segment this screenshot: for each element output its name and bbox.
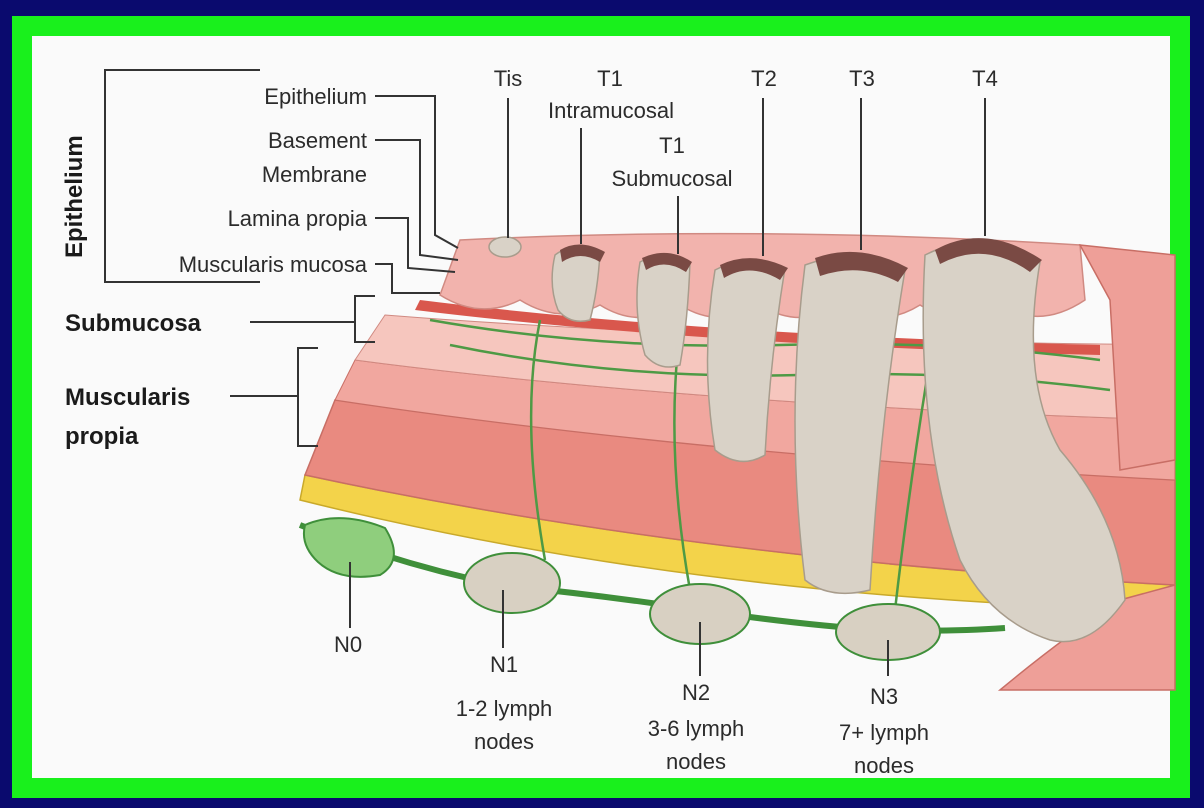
n3-label: N3 (870, 684, 898, 709)
t-stage-labels: Tis T1 Intramucosal T1 Submucosal T2 T3 … (494, 66, 998, 191)
epithelium-label: Epithelium (264, 84, 367, 109)
muscularis-mucosa-label: Muscularis mucosa (179, 252, 368, 277)
n1-label: N1 (490, 652, 518, 677)
t3-label: T3 (849, 66, 875, 91)
muscularis-propia-bracket (298, 348, 318, 446)
muscularis-propia-label-line1: Muscularis (65, 384, 190, 411)
n0-label: N0 (334, 632, 362, 657)
n1-desc-line1: 1-2 lymph (456, 696, 553, 721)
lymph-node-n0 (304, 518, 394, 577)
n2-desc-line2: nodes (666, 749, 726, 774)
epithelium-group-label: Epithelium (61, 135, 88, 258)
t4-label: T4 (972, 66, 998, 91)
tumor-t1-submucosal (637, 255, 690, 367)
n-stage-labels: N0 N1 1-2 lymph nodes N2 3-6 lymph nodes… (334, 632, 929, 778)
layer-labels: Epithelium Epithelium Basement Membrane … (61, 84, 368, 450)
lymph-node-n1 (464, 553, 560, 613)
n1-desc-line2: nodes (474, 729, 534, 754)
n3-desc-line2: nodes (854, 753, 914, 778)
submucosa-label: Submucosa (65, 310, 202, 337)
t1-submucosal-label: Submucosal (611, 166, 732, 191)
t1b-label: T1 (659, 133, 685, 158)
n2-desc-line1: 3-6 lymph (648, 716, 745, 741)
n3-desc-line1: 7+ lymph (839, 720, 929, 745)
tumor-tis (489, 237, 521, 257)
t1-intramucosal-label: Intramucosal (548, 98, 674, 123)
muscularis-propia-label-line2: propia (65, 423, 139, 450)
epithelium-leader (375, 96, 458, 248)
n2-label: N2 (682, 680, 710, 705)
t2-label: T2 (751, 66, 777, 91)
tis-label: Tis (494, 66, 523, 91)
t1-label: T1 (597, 66, 623, 91)
basement-label-line1: Basement (268, 128, 367, 153)
basement-label-line2: Membrane (262, 162, 367, 187)
epithelium-bracket (105, 70, 260, 282)
lamina-propia-label: Lamina propia (228, 206, 368, 231)
